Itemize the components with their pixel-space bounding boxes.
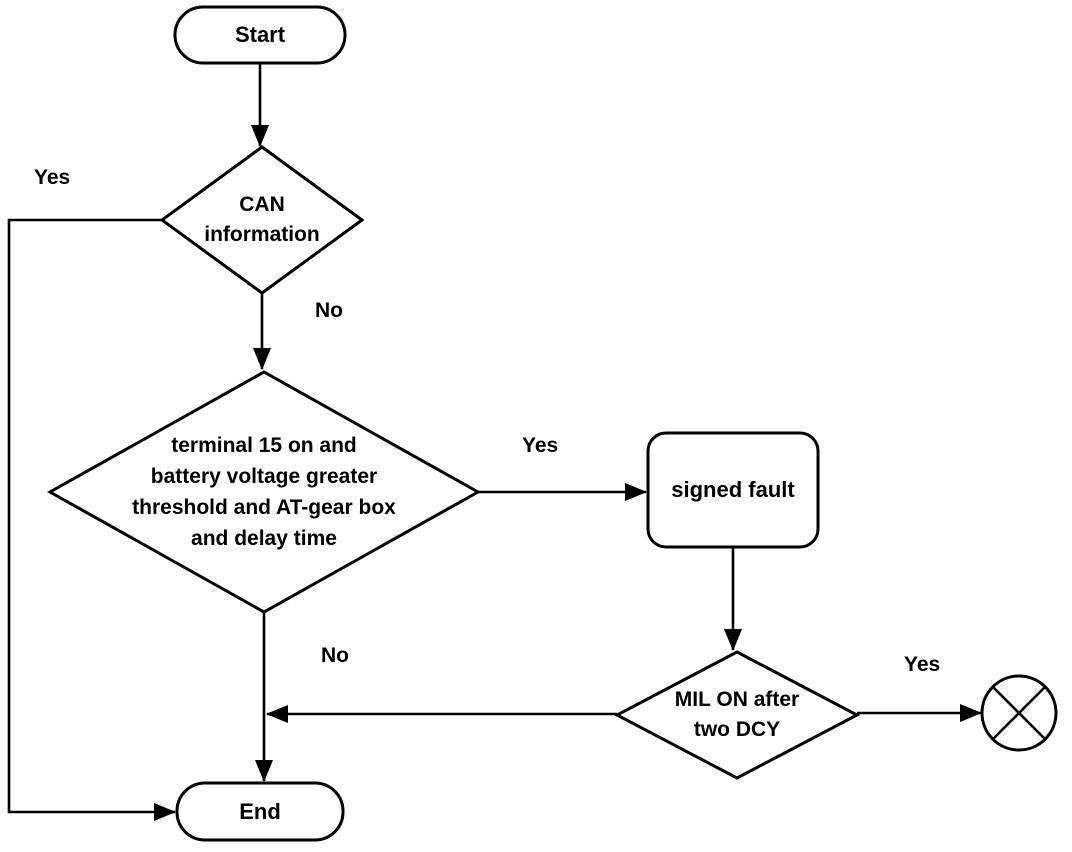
- start-terminator-shape: [173, 5, 347, 65]
- conditions-decision-shape: [46, 370, 482, 614]
- crossed-circle-x-icon: [992, 686, 1046, 740]
- signed-fault-process-shape: [646, 431, 820, 549]
- edge-can-yes-to-end: [7, 218, 176, 821]
- mil-decision-shape: [613, 650, 861, 780]
- can-decision-shape: [159, 145, 365, 295]
- end-terminator-shape: [175, 781, 345, 842]
